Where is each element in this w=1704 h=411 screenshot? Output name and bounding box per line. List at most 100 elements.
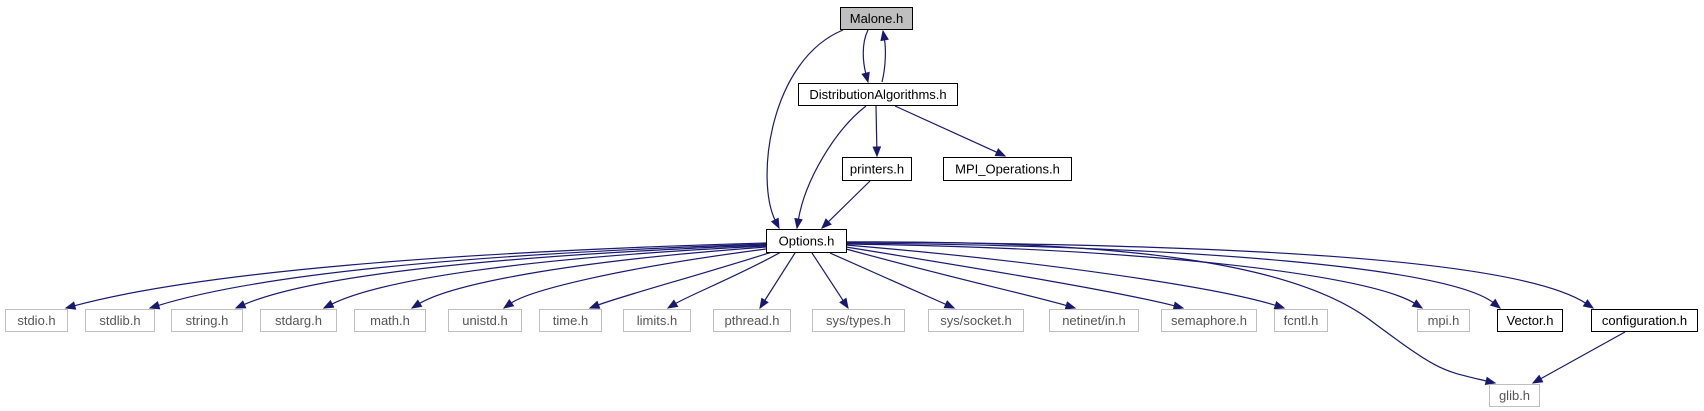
node-label: time.h [553,313,588,328]
edge-options-to-semaphore [845,246,1185,310]
node-options[interactable]: Options.h [766,229,847,253]
node-malone[interactable]: Malone.h [840,7,913,30]
node-box [1591,309,1698,332]
node-box [85,309,155,332]
edge-dist-to-mpiops [894,105,1007,157]
node-label: Options.h [779,234,835,249]
arrowhead-icon [502,299,515,309]
edge-options-to-math [410,246,767,309]
node-box [1161,309,1257,332]
node-label: configuration.h [1602,313,1687,328]
edge-line [894,105,998,154]
arrowhead-icon [588,300,601,309]
arrowhead-icon [770,217,780,230]
edge-options-to-time [588,251,773,309]
edge-line [418,246,767,305]
node-syssocket: sys/socket.h [928,309,1024,332]
node-box [812,309,905,332]
node-box [539,309,602,332]
node-semaphore: semaphore.h [1161,309,1257,332]
node-box [1049,309,1139,332]
node-box [798,83,958,106]
arrowhead-icon [839,297,849,310]
edge-malone-to-dist [861,29,870,84]
node-math: math.h [354,309,426,332]
arrowhead-icon [64,301,77,310]
node-box [171,309,243,332]
node-label: math.h [370,313,410,328]
node-label: pthread.h [725,313,780,328]
node-box [354,309,426,332]
arrowhead-icon [234,300,247,309]
node-label: sys/types.h [826,313,891,328]
arrowhead-icon [861,71,870,84]
edge-line [881,38,886,83]
arrowhead-icon [1064,301,1077,310]
edge-line [862,29,869,75]
edge-options-to-unistd [502,248,767,309]
node-box [260,309,337,332]
edge-options-to-systypes [811,252,849,310]
arrowhead-icon [880,29,889,42]
edge-line [510,248,767,304]
arrowhead-icon [794,217,803,230]
node-dist[interactable]: DistributionAlgorithms.h [798,83,958,106]
node-label: sys/socket.h [940,313,1012,328]
edge-options-to-syssocket [829,252,956,309]
node-mpiops[interactable]: MPI_Operations.h [943,157,1072,181]
edge-line [597,251,773,306]
node-label: printers.h [850,162,904,177]
node-vector[interactable]: Vector.h [1497,309,1563,332]
arrowhead-icon [1172,301,1185,310]
edge-configuration-to-glib [1531,331,1626,384]
node-box [766,229,847,253]
edge-line [829,252,947,306]
arrowhead-icon [943,300,956,309]
node-unistd: unistd.h [448,309,522,332]
node-printers[interactable]: printers.h [842,157,912,181]
edge-line [845,241,1587,305]
arrowhead-icon [1531,374,1544,384]
edge-line [763,252,796,302]
edge-line [330,245,767,305]
edge-line [811,252,845,302]
edge-line [845,248,1068,307]
node-label: stdarg.h [275,313,322,328]
arrowhead-icon [1489,298,1502,309]
arrowhead-icon [1273,301,1286,310]
node-label: limits.h [637,313,677,328]
node-box [1274,309,1328,332]
arrowhead-icon [872,146,882,158]
node-limits: limits.h [623,309,691,332]
node-label: string.h [186,313,229,328]
node-box [448,309,522,332]
edge-options-to-mpi [845,243,1424,309]
node-mpi: mpi.h [1417,309,1470,332]
node-label: stdio.h [17,313,55,328]
arrowhead-icon [410,299,423,309]
edge-line [157,243,767,307]
node-time: time.h [539,309,602,332]
node-stdio: stdio.h [5,309,68,332]
edge-printers-to-options [821,180,871,229]
edge-options-to-netinet [845,248,1077,310]
edge-line [766,29,844,222]
edge-line [845,242,1495,304]
edge-options-to-limits [666,251,782,309]
node-label: Malone.h [850,11,903,26]
node-box [928,309,1024,332]
node-label: Vector.h [1507,313,1554,328]
node-label: unistd.h [462,313,508,328]
node-string: string.h [171,309,243,332]
edge-line [875,105,878,149]
node-box [713,309,791,332]
node-label: netinet/in.h [1062,313,1126,328]
edge-options-to-stdio [64,242,767,310]
node-box [623,309,691,332]
node-box [840,7,913,30]
arrowhead-icon [1582,299,1595,309]
node-label: glib.h [1499,388,1530,403]
node-box [5,309,68,332]
node-configuration[interactable]: configuration.h [1591,309,1698,332]
